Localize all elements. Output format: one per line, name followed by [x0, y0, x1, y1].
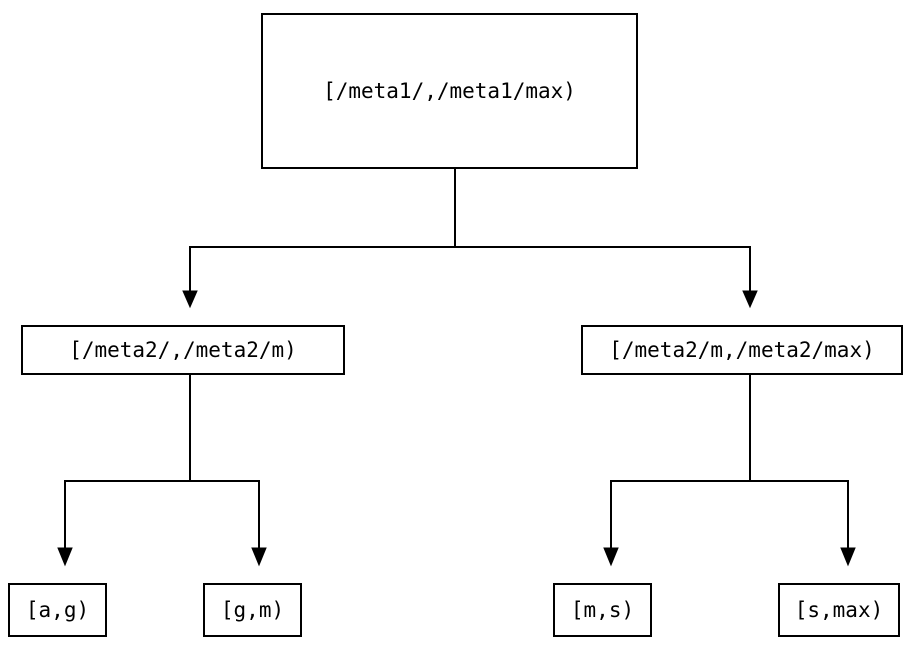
arrowhead-down-icon: [251, 547, 267, 567]
tree-node-right-label: [/meta2/m,/meta2/max): [609, 338, 875, 362]
edge-left-trunk: [64, 375, 260, 482]
edge-right-trunk: [610, 375, 849, 482]
tree-leaf-ms: [m,s): [553, 583, 652, 637]
tree-node-left-label: [/meta2/,/meta2/m): [69, 338, 297, 362]
tree-node-right-meta2: [/meta2/m,/meta2/max): [581, 325, 903, 375]
tree-leaf-ms-label: [m,s): [570, 598, 635, 622]
arrowhead-down-icon: [182, 290, 198, 309]
arrowhead-down-icon: [57, 547, 73, 567]
tree-leaf-ag-label: [a,g): [25, 598, 90, 622]
tree-node-left-meta2: [/meta2/,/meta2/m): [21, 325, 345, 375]
edge-root-to-right: [742, 246, 758, 309]
edge-right-to-leaf-ms: [603, 480, 619, 567]
tree-leaf-ag: [a,g): [8, 583, 107, 637]
arrowhead-down-icon: [742, 290, 758, 309]
edge-left-to-leaf-gm: [251, 480, 267, 567]
tree-leaf-smax-label: [s,max): [794, 598, 884, 622]
edge-root-trunk: [189, 169, 751, 248]
tree-leaf-gm: [g,m): [203, 583, 302, 637]
tree-node-root: [/meta1/,/meta1/max): [261, 13, 638, 169]
edge-right-to-leaf-smax: [840, 480, 856, 567]
tree-node-root-label: [/meta1/,/meta1/max): [323, 79, 576, 103]
arrowhead-down-icon: [603, 547, 619, 567]
tree-leaf-smax: [s,max): [778, 583, 900, 637]
edge-left-to-leaf-ag: [57, 480, 73, 567]
tree-leaf-gm-label: [g,m): [220, 598, 285, 622]
arrowhead-down-icon: [840, 547, 856, 567]
edge-root-to-left: [182, 246, 198, 309]
